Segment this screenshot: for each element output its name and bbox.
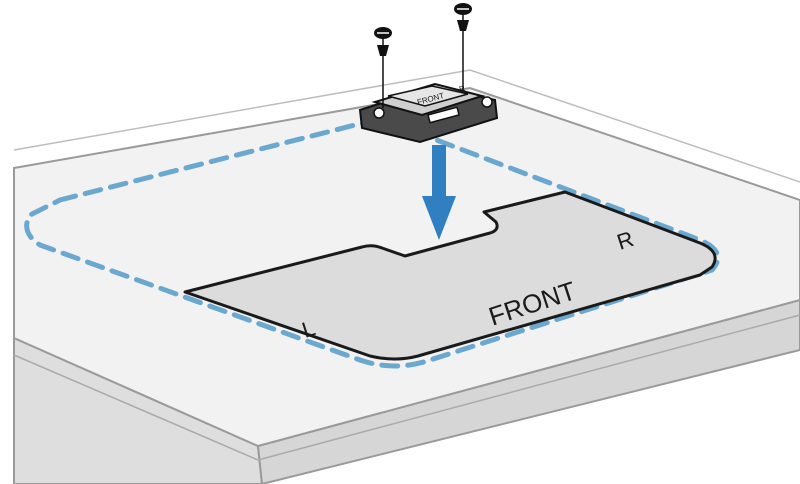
down-arrow-icon: [422, 145, 456, 240]
bracket-icon: FRONT R: [358, 82, 499, 144]
screw-icon: [374, 27, 392, 108]
surface-layer-line: [13, 69, 800, 183]
template-right-label: R: [614, 226, 637, 255]
screw-icon: [454, 3, 472, 92]
surface-layer-line: [257, 314, 800, 461]
template-sheet: [183, 190, 717, 361]
surface-layer-line: [13, 354, 259, 461]
